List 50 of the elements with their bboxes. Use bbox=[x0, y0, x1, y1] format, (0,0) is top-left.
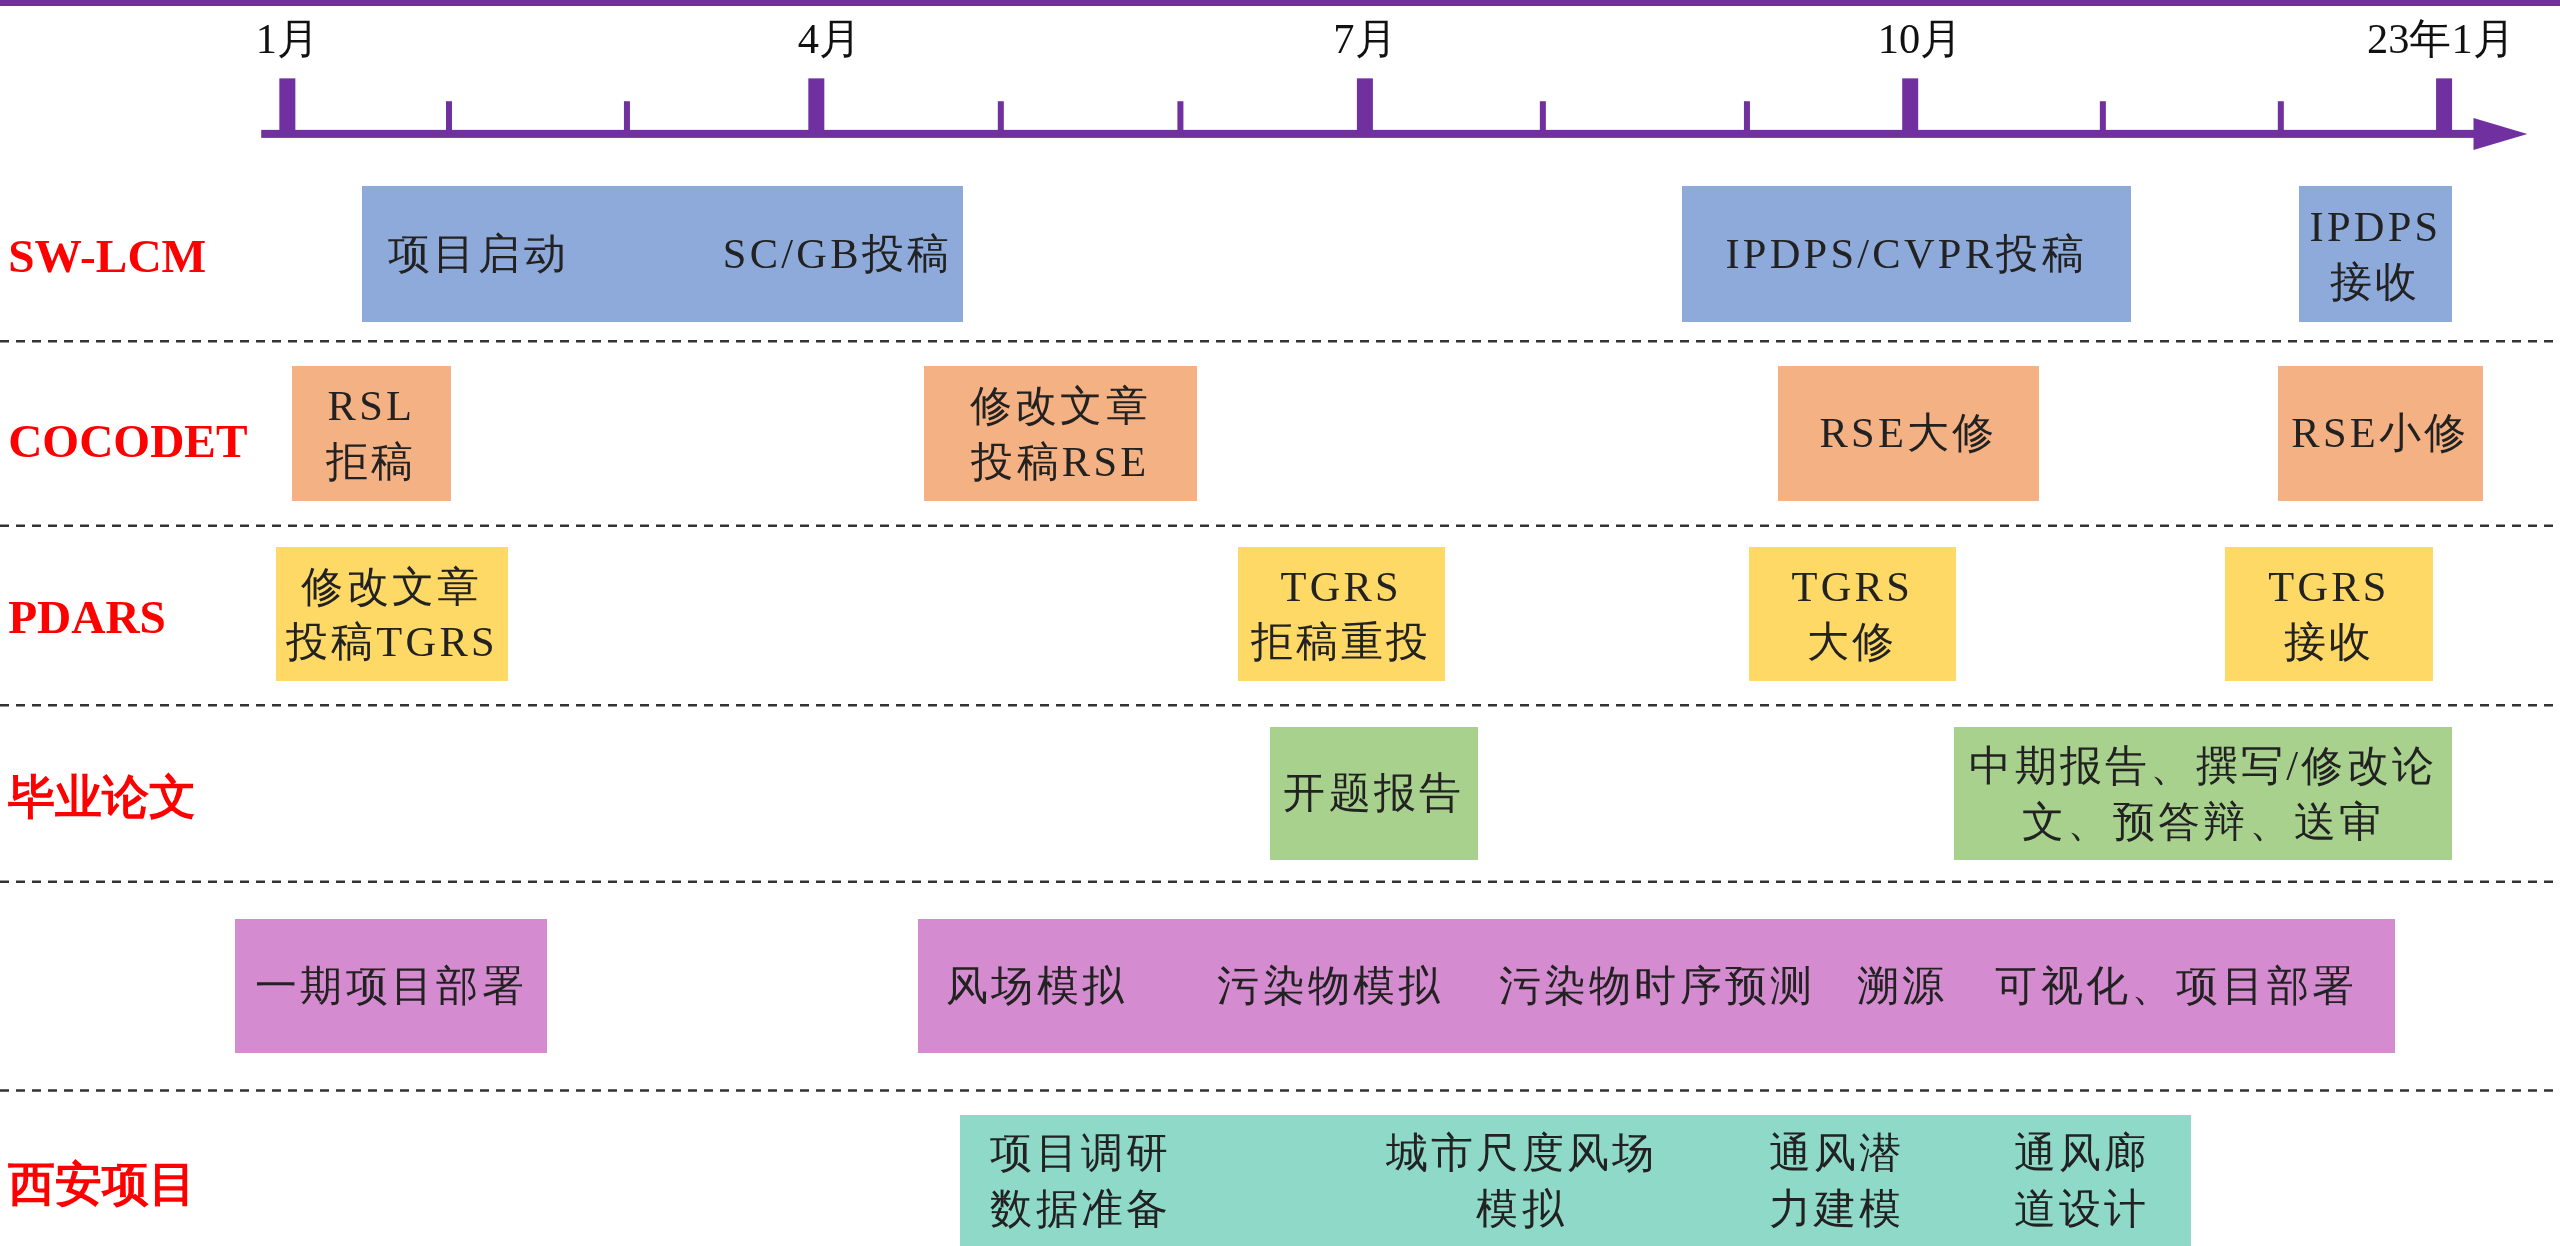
task-box bbox=[2298, 186, 2453, 322]
task-box bbox=[1270, 726, 1478, 861]
task-box bbox=[1954, 726, 2453, 861]
row-label: 西安项目 bbox=[8, 1156, 197, 1212]
task-label: 中期报告、撰写/修改论文、预答辩、送审 bbox=[1968, 741, 2439, 847]
task-label: 风场模拟 bbox=[946, 961, 1128, 1012]
task-label: RSE小修 bbox=[2291, 408, 2470, 459]
task-label: 污染物模拟 bbox=[1217, 961, 1444, 1012]
row-label: 毕业论文 bbox=[8, 769, 197, 825]
task-box bbox=[2277, 365, 2484, 502]
task-label: IPDPS接收 bbox=[2309, 201, 2442, 307]
month-label: 23年1月 bbox=[2367, 14, 2515, 65]
task-box bbox=[1748, 546, 1956, 681]
task-label: 修改文章投稿RSE bbox=[968, 381, 1152, 487]
task-label: SC/GB投稿 bbox=[722, 229, 953, 280]
task-label: RSL拒稿 bbox=[326, 381, 417, 487]
task-box bbox=[2225, 546, 2433, 681]
task-box bbox=[924, 365, 1197, 502]
task-box bbox=[362, 186, 964, 322]
row-label: COCODET bbox=[8, 413, 248, 468]
task-label: 项目调研数据准备 bbox=[989, 1128, 1173, 1234]
task-label: RSE大修 bbox=[1819, 408, 1998, 459]
task-label: 溯源 bbox=[1856, 961, 1948, 1012]
task-label: 修改文章投稿TGRS bbox=[284, 561, 499, 667]
task-label: 污染物时序预测 bbox=[1498, 961, 1816, 1012]
task-box bbox=[1681, 186, 2131, 322]
month-label: 4月 bbox=[797, 14, 861, 65]
task-box bbox=[1237, 546, 1445, 681]
task-box bbox=[960, 1115, 2191, 1246]
month-label: 10月 bbox=[1877, 14, 1963, 65]
task-box bbox=[1777, 365, 2040, 502]
month-label: 1月 bbox=[255, 14, 319, 65]
task-label: 通风潜力建模 bbox=[1767, 1128, 1906, 1234]
task-label: TGRS拒稿重投 bbox=[1250, 561, 1432, 667]
task-label: 开题报告 bbox=[1283, 768, 1465, 819]
task-label: 城市尺度风场模拟 bbox=[1384, 1128, 1659, 1234]
task-label: 可视化、项目部署 bbox=[1995, 961, 2358, 1012]
task-label: 一期项目部署 bbox=[255, 961, 527, 1012]
task-box bbox=[292, 365, 451, 502]
task-label: TGRS大修 bbox=[1791, 561, 1913, 667]
task-label: 通风廊道设计 bbox=[2012, 1128, 2151, 1234]
task-box bbox=[917, 919, 2396, 1054]
task-box bbox=[235, 919, 547, 1054]
task-label: TGRS接收 bbox=[2268, 561, 2390, 667]
task-label: IPDPS/CVPR投稿 bbox=[1725, 229, 2087, 280]
row-label: SW-LCM bbox=[8, 229, 207, 284]
task-label: 项目启动 bbox=[387, 229, 569, 280]
month-label: 7月 bbox=[1333, 14, 1397, 65]
row-label: PDARS bbox=[8, 590, 166, 645]
task-box bbox=[275, 546, 508, 681]
